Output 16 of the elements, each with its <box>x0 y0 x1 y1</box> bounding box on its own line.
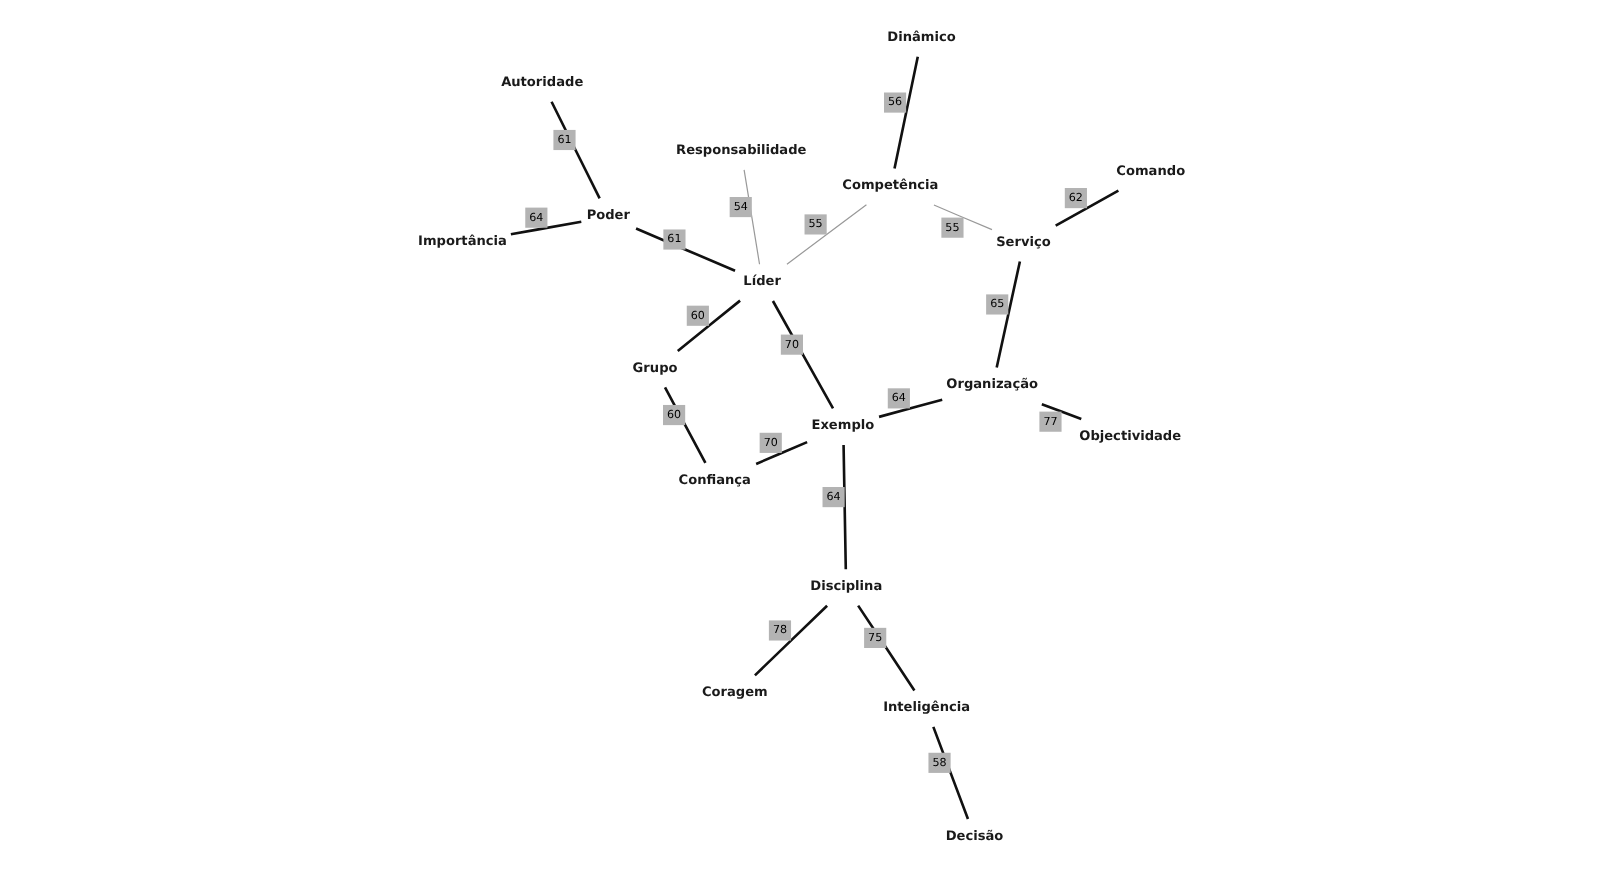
connector <box>753 604 827 677</box>
connector <box>994 261 1021 368</box>
connector <box>509 220 581 236</box>
connector <box>770 300 834 409</box>
connector <box>932 204 992 231</box>
connector <box>1040 403 1081 421</box>
connector <box>634 227 735 272</box>
connector <box>877 398 942 419</box>
connector <box>742 169 760 265</box>
connector <box>892 56 919 169</box>
connector <box>841 444 847 570</box>
connector <box>856 604 915 692</box>
connector <box>675 299 740 353</box>
connector <box>785 204 867 265</box>
connector <box>931 726 969 820</box>
connector <box>754 440 807 466</box>
